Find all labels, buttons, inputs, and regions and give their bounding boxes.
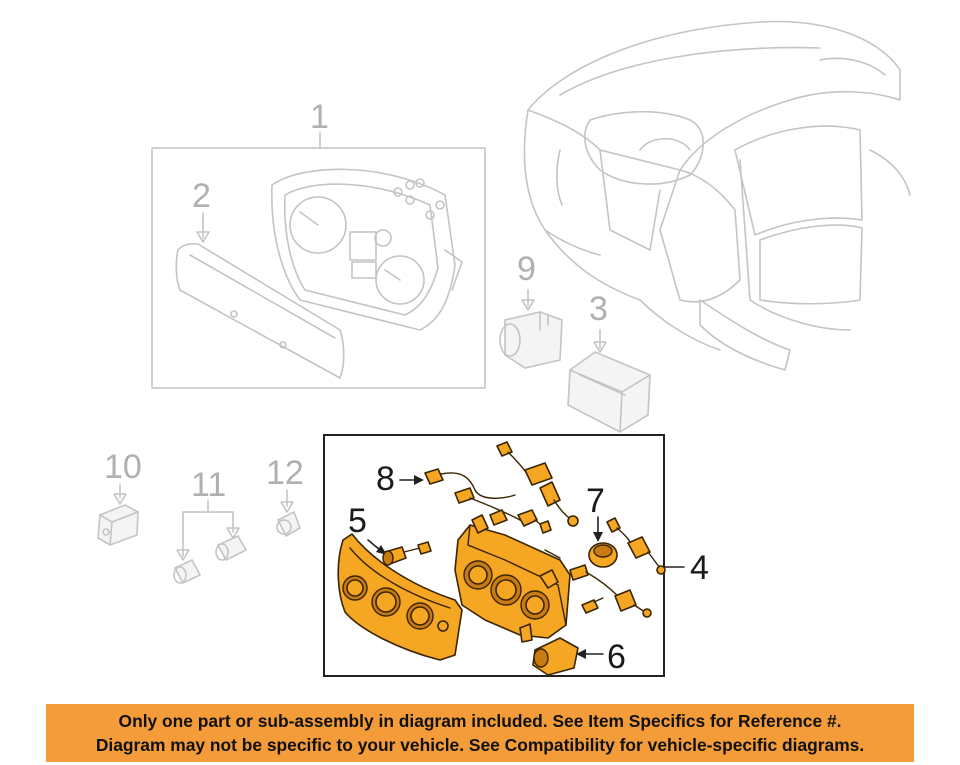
callout-7: 7 — [586, 482, 605, 520]
item-12-socket: 12 — [266, 454, 304, 538]
callout-11: 11 — [191, 466, 226, 504]
bezel-part — [337, 533, 463, 661]
callout-5: 5 — [348, 502, 367, 540]
parts-diagram: 1 2 9 3 — [97, 20, 911, 677]
item-3-module: 3 — [567, 290, 651, 433]
callout-9: 9 — [517, 250, 536, 288]
callout-1: 1 — [310, 98, 329, 136]
climate-control-group: 4 5 8 — [323, 434, 709, 677]
callout-2: 2 — [192, 177, 211, 215]
disclaimer-line-1: Only one part or sub-assembly in diagram… — [118, 711, 842, 731]
item-11-bulbs: 11 — [173, 466, 248, 585]
callout-4: 4 — [690, 549, 709, 587]
callout-8: 8 — [376, 460, 395, 498]
cluster-group: 1 2 — [151, 98, 486, 389]
item-10-switch: 10 — [97, 448, 142, 546]
dashboard-illustration — [523, 20, 911, 371]
callout-12: 12 — [266, 454, 304, 492]
disclaimer-line-2: Diagram may not be specific to your vehi… — [95, 735, 865, 755]
disclaimer-banner: Only one part or sub-assembly in diagram… — [46, 704, 914, 762]
item-9-switch: 9 — [499, 250, 563, 369]
callout-3: 3 — [589, 290, 608, 328]
callout-6: 6 — [607, 638, 626, 676]
callout-10: 10 — [104, 448, 142, 486]
